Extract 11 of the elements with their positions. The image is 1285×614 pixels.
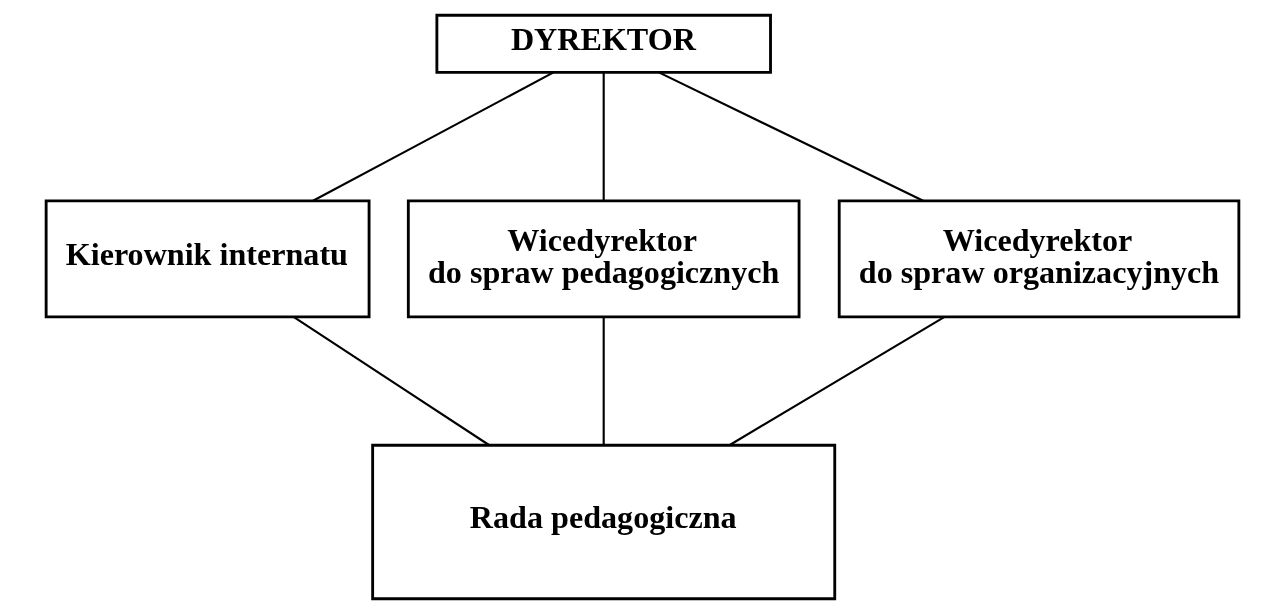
connector [658,71,924,202]
connector [312,71,555,202]
node-box: DYREKTOR [435,13,772,74]
node-box: Kierownik internatu [44,199,371,319]
node-box: Wicedyrektor do spraw pedagogicznych [406,199,801,319]
node-box: Wicedyrektor do spraw organizacyjnych [837,199,1241,319]
connector [602,316,605,446]
connector [728,316,946,447]
connector [602,72,605,201]
connector [292,316,490,447]
node-box: Rada pedagogiczna [371,443,837,601]
